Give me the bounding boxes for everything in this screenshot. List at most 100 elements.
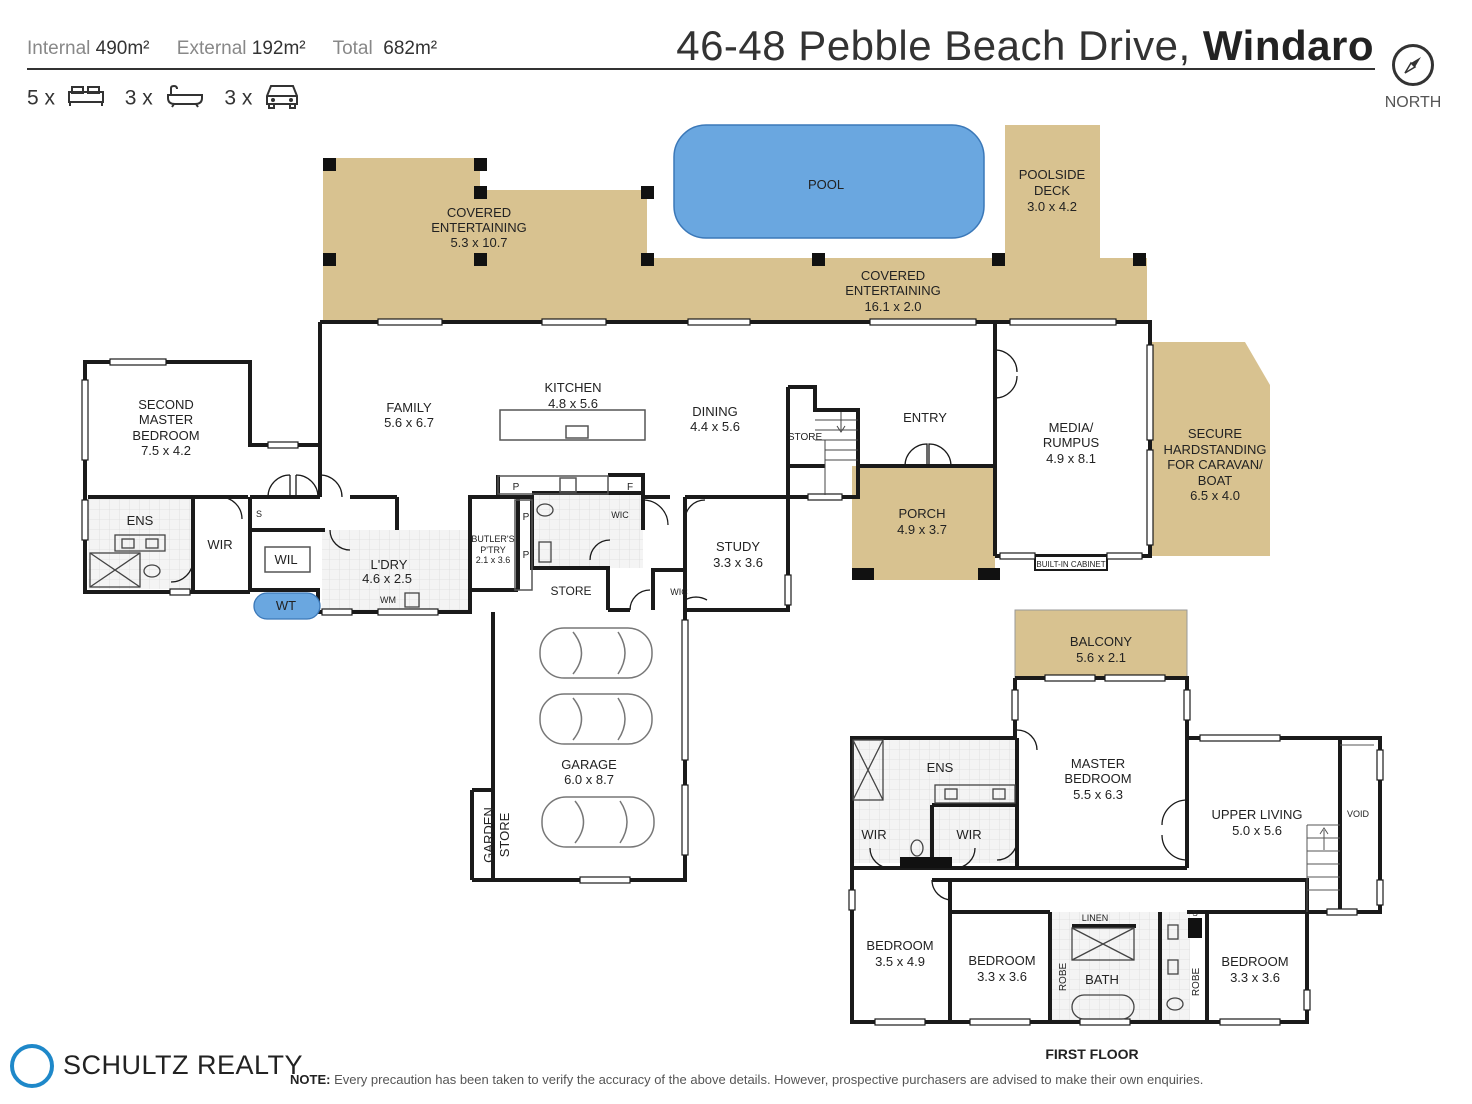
car-icon	[264, 82, 300, 116]
room-name: MASTER	[139, 412, 193, 427]
room-name: ENTERTAINING	[845, 283, 941, 298]
room-name: ROBE	[1058, 963, 1069, 992]
ground-stairs	[815, 412, 858, 495]
windows	[81, 318, 1154, 884]
doors	[170, 349, 1018, 611]
room-name: BEDROOM	[866, 938, 933, 953]
room-size: 5.3 x 10.7	[450, 235, 507, 250]
room-size: 2.1 x 3.6	[476, 555, 511, 565]
north-compass: NORTH	[1384, 44, 1442, 112]
tiled-areas	[88, 493, 1190, 1020]
balcony	[1014, 609, 1188, 679]
room-name: PORCH	[899, 506, 946, 521]
room-name: POOL	[808, 177, 844, 192]
bath-icon	[165, 84, 205, 114]
schultz-logo-icon	[10, 1044, 54, 1088]
room-name: SECOND	[138, 397, 194, 412]
room-name: WIR	[861, 827, 886, 842]
bed-icon	[67, 84, 105, 114]
room-size: 7.5 x 4.2	[141, 443, 191, 458]
poolside-deck	[1005, 125, 1100, 258]
note-text: Every precaution has been taken to verif…	[334, 1072, 1204, 1087]
room-size: 3.3 x 3.6	[1230, 970, 1280, 985]
first-floor-windows	[848, 674, 1384, 1026]
first-floor-title: FIRST FLOOR	[1045, 1046, 1138, 1062]
fridge-label: F	[627, 482, 633, 493]
washing-machine-label: WM	[380, 595, 396, 605]
room-name: SECURE	[1188, 426, 1243, 441]
room-name: ENS	[127, 513, 154, 528]
posts	[323, 158, 1146, 580]
car-2	[539, 693, 653, 745]
room-name: UPPER LIVING	[1211, 807, 1302, 822]
room-name: L'DRY	[371, 557, 408, 572]
room-name: GARAGE	[561, 757, 617, 772]
ground-ensuite-fixtures	[89, 503, 554, 608]
room-labels: COVERED ENTERTAINING 5.3 x 10.7 POOL POO…	[127, 167, 1370, 1062]
room-name: WT	[276, 598, 296, 613]
room-size: 16.1 x 2.0	[864, 299, 921, 314]
room-name: WIL	[274, 552, 297, 567]
room-size: 3.5 x 4.9	[875, 954, 925, 969]
room-size: 6.0 x 8.7	[564, 772, 614, 787]
room-name: VOID	[1347, 809, 1370, 819]
room-name: HARDSTANDING	[1163, 442, 1266, 457]
bedroom-count: 5 x	[27, 86, 56, 110]
room-size: 3.3 x 3.6	[713, 555, 763, 570]
wic-label: WIC	[611, 510, 629, 520]
room-name: BEDROOM	[132, 428, 199, 443]
room-name: BALCONY	[1070, 634, 1132, 649]
room-size: 3.0 x 4.2	[1027, 199, 1077, 214]
room-name: P'TRY	[480, 545, 506, 555]
external-value: 192m²	[251, 38, 306, 59]
room-name: ROBE	[1191, 968, 1202, 997]
room-size: 4.4 x 5.6	[690, 419, 740, 434]
room-name: MEDIA/	[1049, 420, 1094, 435]
room-name: STUDY	[716, 539, 760, 554]
property-address: 46-48 Pebble Beach Drive, Windaro	[676, 22, 1374, 70]
room-name: WIR	[956, 827, 981, 842]
pool	[673, 124, 985, 239]
room-name: LINEN	[1082, 913, 1109, 923]
room-name: BOAT	[1198, 473, 1232, 488]
pantry-shelf-label: P	[523, 550, 530, 561]
room-size: 4.9 x 8.1	[1046, 451, 1096, 466]
first-floor-fixtures	[852, 739, 1184, 1020]
address-suburb: Windaro	[1202, 22, 1374, 69]
pantry-shelf-label: P	[513, 482, 520, 493]
pantry-shelf-label: P	[523, 512, 530, 523]
first-floor-doors	[869, 729, 1188, 901]
address-street: 46-48 Pebble Beach Drive,	[676, 22, 1191, 69]
room-name: STORE	[788, 432, 823, 443]
room-name: STORE	[550, 584, 591, 598]
first-floor-s-cabinet	[1188, 918, 1202, 938]
first-floor	[848, 609, 1384, 1026]
room-name: DINING	[692, 404, 738, 419]
room-name: FAMILY	[386, 400, 432, 415]
room-name: STORE	[497, 812, 512, 857]
room-size: 4.8 x 5.6	[548, 396, 598, 411]
room-size: 5.6 x 2.1	[1076, 650, 1126, 665]
disclaimer: NOTE: Every precaution has been taken to…	[290, 1072, 1203, 1087]
bathroom-count: 3 x	[124, 86, 153, 110]
room-size: 5.5 x 6.3	[1073, 787, 1123, 802]
porch-floor	[852, 466, 995, 580]
note-label: NOTE:	[290, 1072, 331, 1087]
kitchen-fixtures	[264, 409, 646, 591]
room-size: 3.3 x 3.6	[977, 969, 1027, 984]
water-tank	[253, 592, 321, 620]
car-3	[541, 796, 655, 848]
room-name: COVERED	[861, 268, 925, 283]
room-name: BEDROOM	[968, 953, 1035, 968]
wic-label: WIC	[670, 587, 688, 597]
room-name: DECK	[1034, 183, 1070, 198]
room-name: ENS	[927, 760, 954, 775]
room-size: 4.6 x 2.5	[362, 571, 412, 586]
total-value: 682m²	[383, 38, 438, 59]
area-summary: Internal 490m² External 192m² Total 682m…	[27, 38, 437, 60]
room-size: 4.9 x 3.7	[897, 522, 947, 537]
room-size: 6.5 x 4.0	[1190, 488, 1240, 503]
room-size: 5.0 x 5.6	[1232, 823, 1282, 838]
room-name: POOLSIDE	[1019, 167, 1086, 182]
